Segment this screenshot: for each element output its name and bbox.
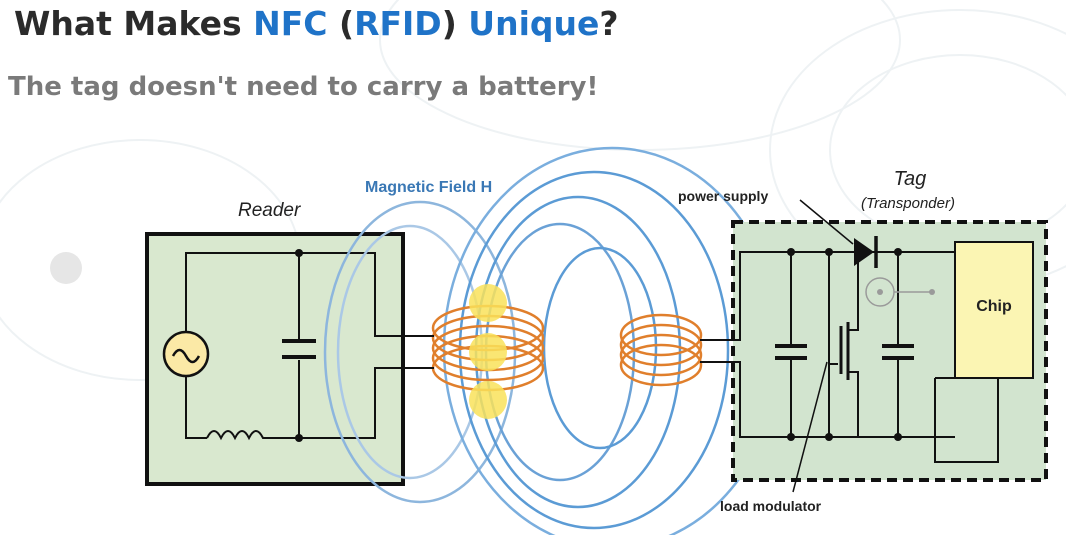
coil-leads bbox=[404, 335, 434, 369]
reader-label: Reader bbox=[238, 200, 301, 221]
probe-marker bbox=[865, 277, 935, 307]
page-title: What Makes NFC (RFID) Unique? bbox=[14, 4, 619, 43]
tag-coil bbox=[619, 313, 703, 387]
reader-circuit bbox=[185, 252, 404, 441]
tag-label: Tag bbox=[894, 168, 927, 190]
transponder-label: (Transponder) bbox=[861, 195, 955, 212]
chip-block bbox=[954, 241, 1034, 379]
field-hotspots bbox=[469, 284, 507, 419]
tag-nodes bbox=[787, 248, 902, 441]
ac-source-icon bbox=[162, 330, 210, 378]
title-close-paren: ) bbox=[441, 4, 469, 43]
title-unique: Unique bbox=[468, 4, 600, 43]
load-modulator-label: load modulator bbox=[720, 498, 822, 514]
title-question: ? bbox=[599, 4, 619, 43]
title-open-paren: ( bbox=[327, 4, 355, 43]
page-subtitle: The tag doesn't need to carry a battery! bbox=[8, 72, 599, 102]
title-part1: What Makes bbox=[14, 4, 254, 43]
title-nfc: NFC bbox=[253, 4, 328, 43]
reader-nodes bbox=[295, 249, 303, 442]
tag-circuit bbox=[700, 251, 999, 463]
load-modulator-pointer bbox=[792, 361, 828, 493]
title-rfid: RFID bbox=[354, 4, 442, 43]
diode-icon bbox=[854, 236, 878, 268]
chip-label: Chip bbox=[976, 298, 1012, 315]
power-supply-pointer bbox=[799, 199, 854, 245]
magnetic-field-label: Magnetic Field H bbox=[365, 179, 492, 196]
power-supply-label: power supply bbox=[678, 188, 768, 204]
